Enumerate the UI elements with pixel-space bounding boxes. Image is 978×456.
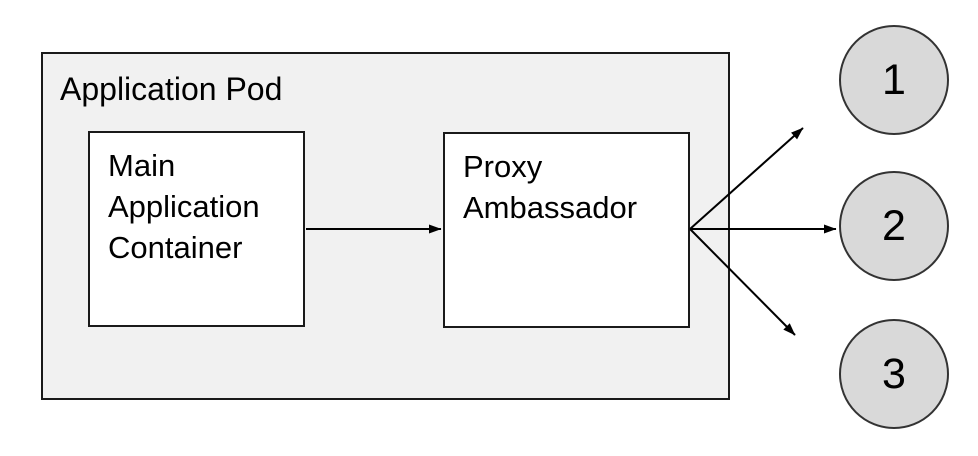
endpoint-2-label: 2 <box>882 201 906 250</box>
endpoint-node-2: 2 <box>839 171 949 281</box>
node-proxy-ambassador: Proxy Ambassador <box>443 132 690 328</box>
proxy-ambassador-label: Proxy Ambassador <box>463 149 638 225</box>
endpoint-node-1: 1 <box>839 25 949 135</box>
endpoint-node-3: 3 <box>839 319 949 429</box>
main-application-container-label: Main Application Container <box>108 148 260 265</box>
application-pod-label: Application Pod <box>60 71 283 107</box>
endpoint-1-label: 1 <box>882 55 906 104</box>
node-main-application-container: Main Application Container <box>88 131 305 327</box>
endpoint-3-label: 3 <box>882 349 906 398</box>
